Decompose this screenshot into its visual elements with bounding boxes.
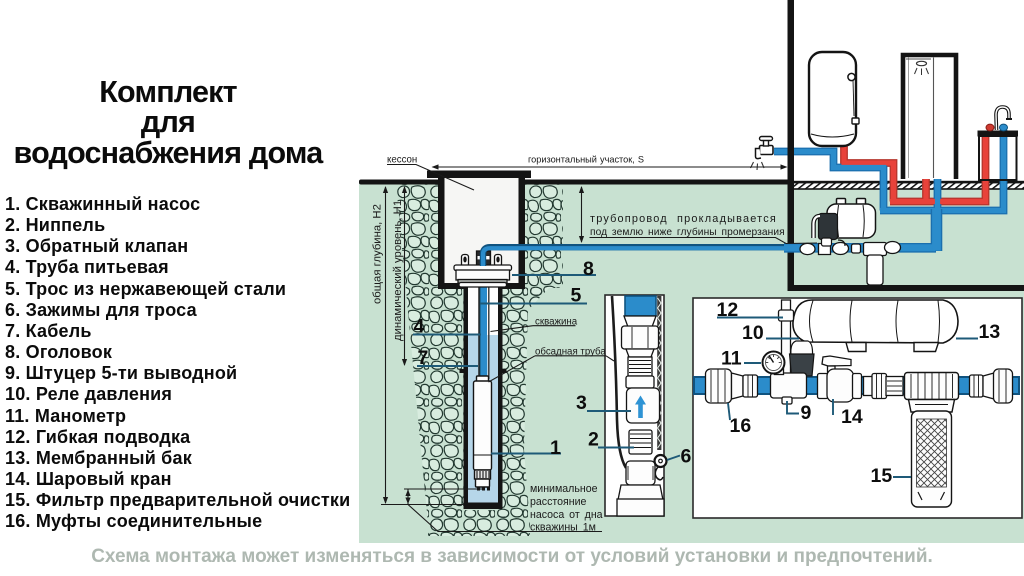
- svg-text:14: 14: [841, 406, 863, 428]
- svg-text:2: 2: [588, 429, 599, 451]
- svg-text:кессон: кессон: [387, 155, 417, 166]
- svg-text:10: 10: [742, 322, 764, 344]
- svg-text:обсадная труба: обсадная труба: [535, 347, 606, 358]
- svg-text:трубопровод прокладывается: трубопровод прокладывается: [590, 213, 777, 225]
- svg-text:насоса от дна: насоса от дна: [530, 509, 603, 521]
- svg-text:под землю ниже глубины промерз: под землю ниже глубины промерзания: [590, 226, 785, 238]
- svg-text:скважина: скважина: [535, 317, 578, 328]
- svg-text:8: 8: [583, 258, 594, 280]
- svg-text:динамический уровень, Н1: динамический уровень, Н1: [392, 200, 404, 341]
- svg-text:1: 1: [550, 437, 561, 459]
- svg-text:5: 5: [571, 285, 582, 307]
- svg-text:16: 16: [730, 415, 752, 437]
- svg-text:6: 6: [681, 446, 692, 468]
- svg-text:4: 4: [414, 316, 425, 338]
- svg-text:13: 13: [979, 321, 1001, 343]
- svg-text:15: 15: [871, 465, 893, 487]
- svg-text:7: 7: [418, 347, 429, 369]
- svg-text:общая глубина, Н2: общая глубина, Н2: [372, 204, 384, 304]
- svg-text:минимальное: минимальное: [530, 483, 598, 495]
- svg-text:расстояние: расстояние: [530, 496, 587, 508]
- svg-text:11: 11: [721, 348, 742, 370]
- svg-text:12: 12: [717, 299, 739, 321]
- svg-text:горизонтальный участок, S: горизонтальный участок, S: [528, 155, 644, 165]
- svg-text:скважины 1м: скважины 1м: [530, 522, 596, 534]
- svg-text:9: 9: [801, 402, 812, 424]
- svg-text:3: 3: [576, 392, 587, 414]
